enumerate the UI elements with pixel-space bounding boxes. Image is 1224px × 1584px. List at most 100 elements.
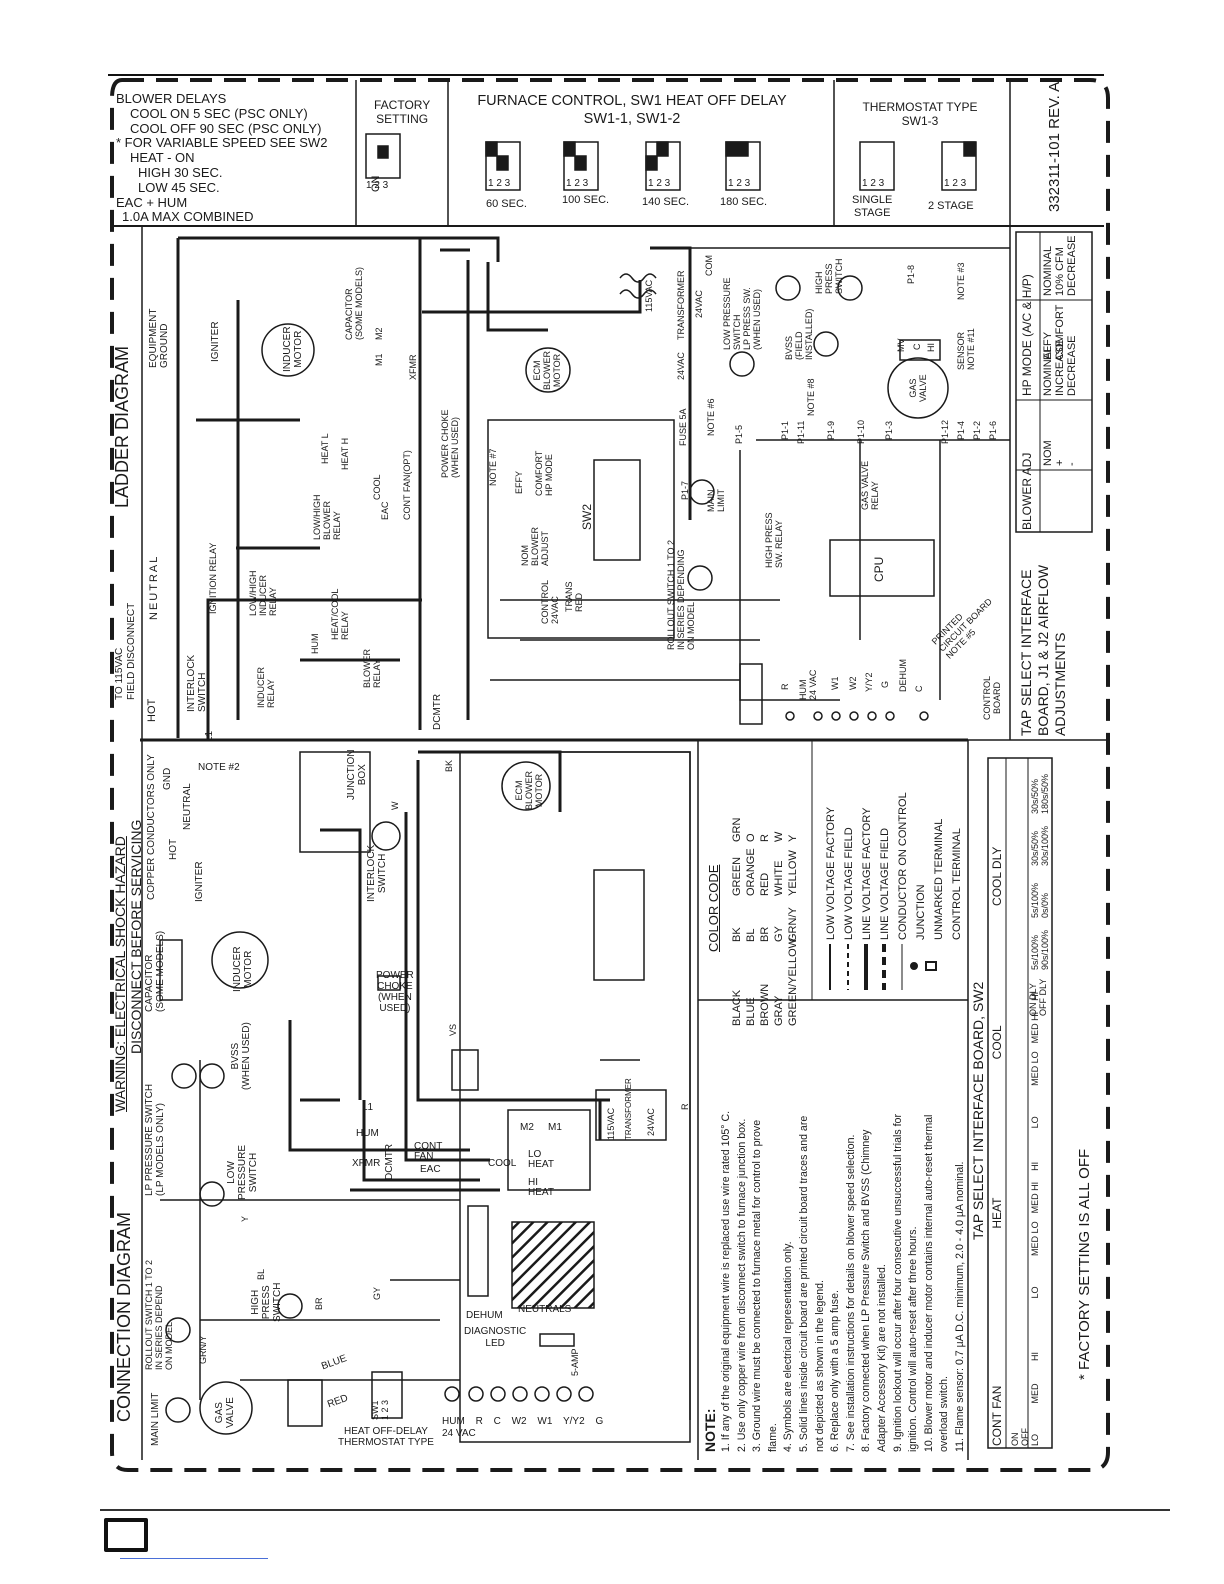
notes-block: NOTE: 1. If any of the original equipmen… bbox=[702, 1111, 969, 1452]
factory-switch-nums: 1 2 3 bbox=[366, 180, 389, 191]
factory-setting-label: FACTORY SETTING bbox=[374, 98, 430, 126]
connection-cool: COOL bbox=[488, 1158, 517, 1169]
footer-rule bbox=[100, 1509, 1170, 1511]
connection-neutral: NEUTRAL bbox=[182, 783, 193, 830]
ladder-low-pressure: LOW PRESSURE SWITCH LP PRESS SW. (WHEN U… bbox=[722, 277, 762, 350]
single-line: SINGLE bbox=[852, 194, 893, 206]
note-line: 3. Ground wire must be connected to furn… bbox=[751, 1119, 764, 1452]
ladder-note7: NOTE #7 bbox=[488, 448, 498, 486]
jb-line: BOX bbox=[357, 764, 368, 786]
ladder-term-g: G bbox=[880, 680, 890, 688]
term-line: HUM bbox=[798, 679, 808, 701]
ro-line: ON MODEL bbox=[686, 601, 696, 650]
single-line: STAGE bbox=[853, 207, 891, 219]
ci-line: SWITCH bbox=[377, 853, 388, 894]
ladder-high-press-relay: HIGH PRESS SW. RELAY bbox=[764, 512, 784, 568]
connection-bvss: BVSS (WHEN USED) bbox=[230, 1022, 252, 1090]
ladder-fuse: FUSE 5A bbox=[678, 408, 688, 446]
footer-link-underline bbox=[120, 1558, 268, 1559]
dip-nums-1: 1 2 3 bbox=[488, 178, 511, 189]
lhi-line: LOW/HIGH bbox=[248, 570, 258, 616]
dip-nums-4: 1 2 3 bbox=[728, 178, 751, 189]
ladder-control-24: CONTROL 24VAC bbox=[540, 580, 560, 624]
dip-nums-3: 1 2 3 bbox=[648, 178, 671, 189]
lhi-line: INDUCER bbox=[258, 574, 268, 616]
note-line: overload switch. bbox=[938, 1376, 951, 1452]
ladder-heat-h: HEAT H bbox=[340, 437, 350, 470]
note-line: 9. Ignition lockout will occur after fou… bbox=[891, 1114, 904, 1452]
chp-line: SWITCH bbox=[272, 1282, 283, 1322]
connection-115: 115VAC bbox=[606, 1107, 616, 1140]
hp-mode-desc: NOMINAL 10% CFM DECREASE bbox=[1042, 235, 1078, 296]
hp-desc: NOMINAL bbox=[1042, 245, 1054, 296]
ladder-rollout: ROLLOUT SWITCH 1 TO 2 IN SERIES DEPENDIN… bbox=[666, 540, 696, 650]
connection-terminals bbox=[444, 1386, 594, 1402]
bt-w2: W2 bbox=[511, 1416, 527, 1427]
clow-line: PRESSURE bbox=[237, 1144, 248, 1200]
gvr-line: RELAY bbox=[870, 481, 880, 510]
ladder-heat-l: HEAT L bbox=[320, 433, 330, 464]
im-line: INDUCER bbox=[282, 326, 293, 372]
speed-lo: LO bbox=[1030, 1433, 1040, 1446]
cho-line: THERMOSTAT TYPE bbox=[338, 1437, 434, 1448]
bt-w1: W1 bbox=[537, 1416, 553, 1427]
hc-line: RELAY bbox=[340, 611, 350, 640]
cool-header: COOL bbox=[990, 1025, 1004, 1060]
color-name: BLUE bbox=[745, 997, 757, 1026]
color-abbr: GRN bbox=[731, 817, 743, 842]
ro-line: IN SERIES DEPENDING bbox=[676, 549, 686, 650]
ladder-note11: SENSOR NOTE #11 bbox=[956, 328, 976, 370]
ccf-line: CONT bbox=[414, 1141, 443, 1152]
ladder-low-high-blower: LOW/HIGH BLOWER RELAY bbox=[312, 494, 342, 540]
connection-heat-off: HEAT OFF-DELAY THERMOSTAT TYPE bbox=[338, 1426, 434, 1448]
bt-hum: HUM bbox=[442, 1416, 465, 1427]
connection-inducer: INDUCER MOTOR bbox=[232, 946, 254, 992]
interlock-symbol bbox=[371, 821, 401, 851]
ladder-mv: MV bbox=[896, 338, 906, 353]
wire-label-bk: BK bbox=[444, 759, 454, 772]
br-line: BLOWER bbox=[362, 648, 372, 688]
clow-line: SWITCH bbox=[248, 1152, 259, 1193]
tsl-line: TAP SELECT INTERFACE bbox=[1018, 569, 1034, 737]
n11-line: NOTE #11 bbox=[966, 328, 976, 370]
dly-val: 5s/100% bbox=[1030, 882, 1040, 918]
il-line: INTERLOCK bbox=[186, 654, 197, 712]
note-line: 7. See installation instructions for det… bbox=[844, 1134, 857, 1452]
ladder-115vac: 115VAC bbox=[644, 279, 654, 312]
dly-val: 5s/100% bbox=[1030, 934, 1040, 970]
furnace-control-title: FURNACE CONTROL, SW1 HEAT OFF DELAY SW1-… bbox=[462, 92, 802, 128]
ladder-term-r: R bbox=[780, 683, 790, 691]
connection-transformer: TRANSFORMER bbox=[624, 1078, 633, 1140]
color-row: BROWNBRREDR bbox=[758, 818, 772, 1026]
dly-val: 30s/50% bbox=[1030, 778, 1040, 814]
ladder-heat-cool: HEAT/COOL RELAY bbox=[330, 589, 350, 640]
legend-item: LOW VOLTAGE FIELD bbox=[843, 827, 855, 940]
cap-line: (SOME MODELS) bbox=[354, 266, 364, 340]
ba-key: - bbox=[1066, 462, 1078, 466]
connection-eac: EAC bbox=[420, 1164, 441, 1175]
junction-box bbox=[299, 751, 371, 853]
ladder-equipment-ground: EQUIPMENT GROUND bbox=[148, 309, 170, 368]
color-row: BLUEBLORANGEO bbox=[744, 818, 758, 1026]
note-line: 10. Blower motor and inducer motor conta… bbox=[922, 1114, 935, 1452]
csw1-line: SW1 bbox=[370, 1400, 380, 1420]
jb-line: JUNCTION bbox=[346, 749, 357, 800]
ladder-components bbox=[261, 273, 949, 725]
connection-m1: M1 bbox=[548, 1122, 562, 1133]
color-name: RED bbox=[759, 872, 771, 896]
blower-delays-line: COOL ON 5 SEC (PSC ONLY) bbox=[130, 105, 308, 121]
color-row: GRAYGYWHITEW bbox=[772, 818, 786, 1026]
legend-item: JUNCTION bbox=[915, 884, 927, 940]
nom-line: ADJUST bbox=[540, 530, 550, 566]
ci-line: INTERLOCK bbox=[366, 844, 377, 902]
speed4-lo: LO bbox=[1030, 1286, 1040, 1299]
note-line: 4. Symbols are electrical representation… bbox=[782, 1241, 795, 1452]
color-abbr: BK bbox=[731, 927, 743, 942]
legend-item: LOW VOLTAGE FACTORY bbox=[825, 806, 837, 940]
bvss-line: (FIELD bbox=[794, 331, 804, 360]
note-line: 2. Use only copper wire from disconnect … bbox=[735, 1118, 748, 1452]
chh-line: HEAT bbox=[528, 1187, 554, 1198]
ladder-hum: HUM bbox=[310, 633, 320, 655]
ladder-term-dehum: DEHUM bbox=[898, 659, 908, 692]
dip-nums-6: 1 2 3 bbox=[944, 178, 967, 189]
